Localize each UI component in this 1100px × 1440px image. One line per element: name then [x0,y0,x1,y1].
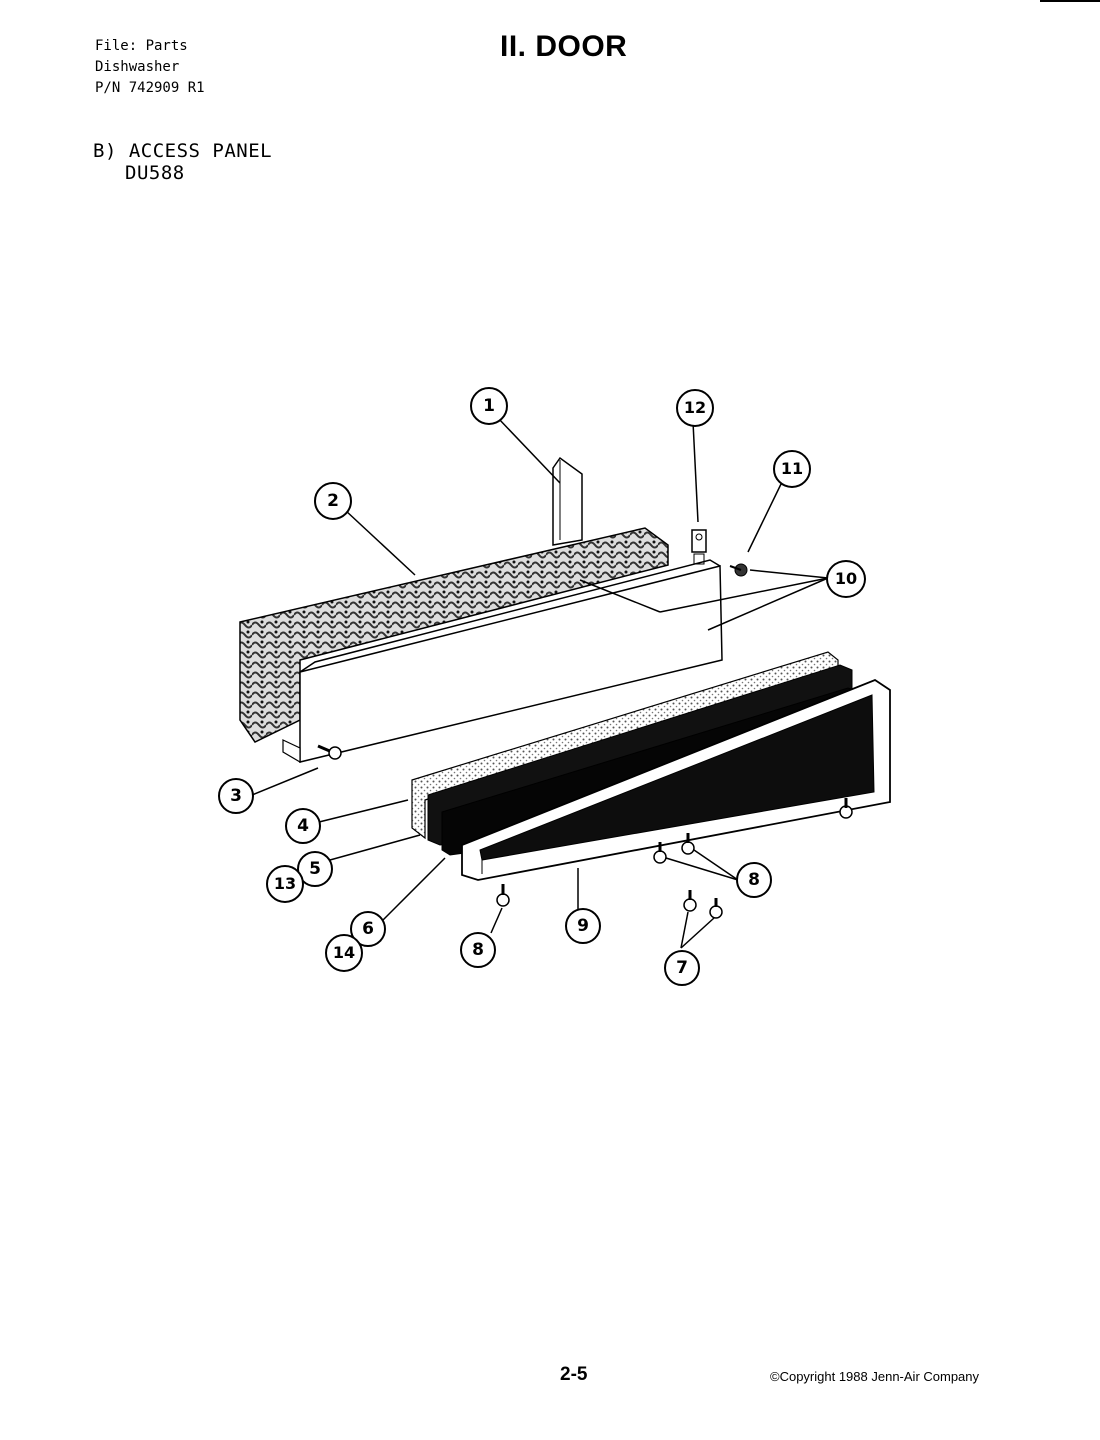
part-3-screw [317,744,342,760]
part-12-clip [691,529,707,565]
section-heading: B) ACCESS PANEL DU588 [93,140,272,184]
callout-14: 14 [325,934,363,972]
callout-8-left-label: 8 [472,940,484,960]
callout-4-label: 4 [297,816,309,836]
callout-14-label: 14 [332,943,356,962]
callout-1: 1 [470,387,508,425]
callout-2-label: 2 [327,491,339,511]
callout-10: 10 [826,560,866,598]
callout-11-label: 11 [780,459,804,478]
part-10-inner-panel [282,559,723,764]
file-line: File: Parts [95,38,188,54]
callout-3: 3 [218,778,254,814]
leader-lines [251,417,829,949]
callout-13-label: 13 [273,874,297,893]
callout-2: 2 [314,482,352,520]
callout-3-label: 3 [230,786,242,806]
callout-4: 4 [285,808,321,844]
model-number: DU588 [125,162,185,184]
callout-8-right-label: 8 [748,870,760,890]
part-7-screws [683,890,723,919]
callout-12: 12 [676,389,714,427]
callout-10-label: 10 [834,569,858,588]
callout-7-label: 7 [676,958,688,978]
callout-9: 9 [565,908,601,944]
appliance-line: Dishwasher [95,59,180,75]
top-edge-rule [1040,0,1100,2]
callout-11: 11 [773,450,811,488]
part-11-screw [729,563,748,577]
callout-6-label: 6 [362,919,374,939]
callout-9-label: 9 [577,916,589,936]
part-1-bracket [552,456,583,546]
file-header: File: Parts Dishwasher P/N 742909 R1 [95,36,205,99]
section-label: B) ACCESS PANEL [93,140,273,162]
part-9-frame [461,678,891,881]
callout-8-left: 8 [460,932,496,968]
callout-7: 7 [664,950,700,986]
part-8-screws [496,798,853,907]
callout-5-label: 5 [309,859,321,879]
callout-12-label: 12 [683,398,707,417]
callout-1-label: 1 [483,396,495,416]
callout-13: 13 [266,865,304,903]
page-number: 2-5 [560,1364,588,1385]
callout-8-right: 8 [736,862,772,898]
part-number-line: P/N 742909 R1 [95,80,205,96]
part-2-insulation [239,527,669,743]
copyright-notice: ©Copyright 1988 Jenn-Air Company [770,1369,980,1384]
page-title: II. DOOR [500,30,628,63]
